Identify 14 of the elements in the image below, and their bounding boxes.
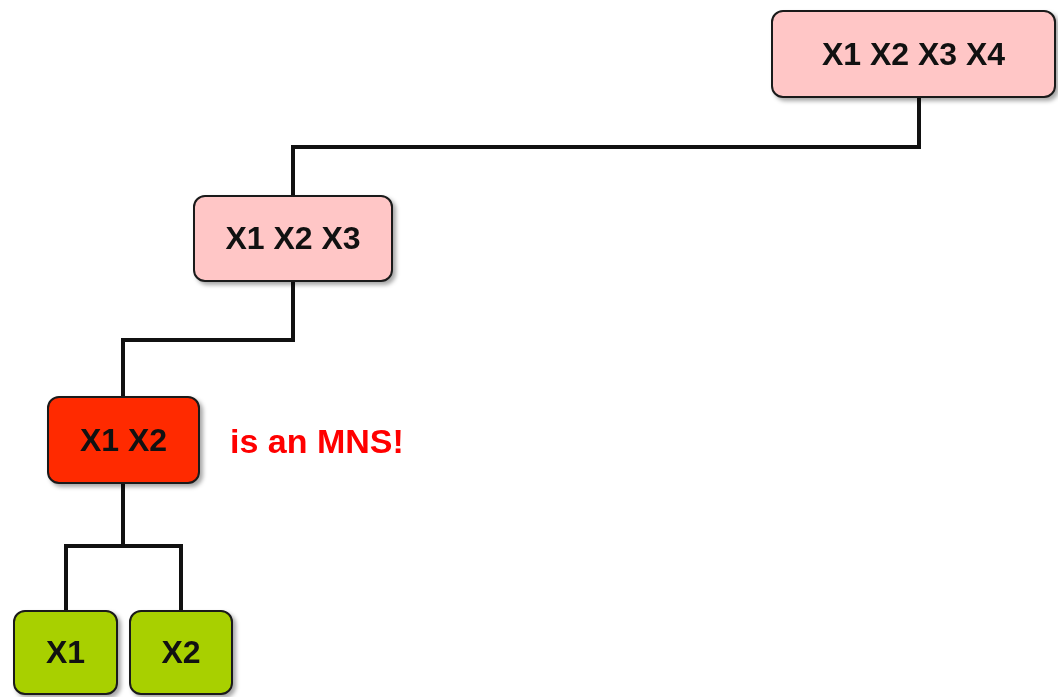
set-box — [13, 610, 118, 695]
connector-line — [291, 98, 921, 195]
set-label: X1 — [45, 634, 86, 671]
set-label: X1 X2 X3 X4 — [821, 35, 1006, 73]
set-label: X1 X2 X3 — [225, 220, 361, 257]
set-box — [771, 10, 1056, 98]
connector-line — [121, 282, 295, 396]
set-label: X1 X2 — [79, 421, 168, 459]
set-box — [193, 195, 393, 282]
set-box — [47, 396, 200, 484]
set-label: X2 — [161, 634, 201, 671]
connector-line — [121, 484, 183, 610]
set-box — [129, 610, 233, 695]
annotation-text: is an MNS! — [230, 422, 404, 461]
